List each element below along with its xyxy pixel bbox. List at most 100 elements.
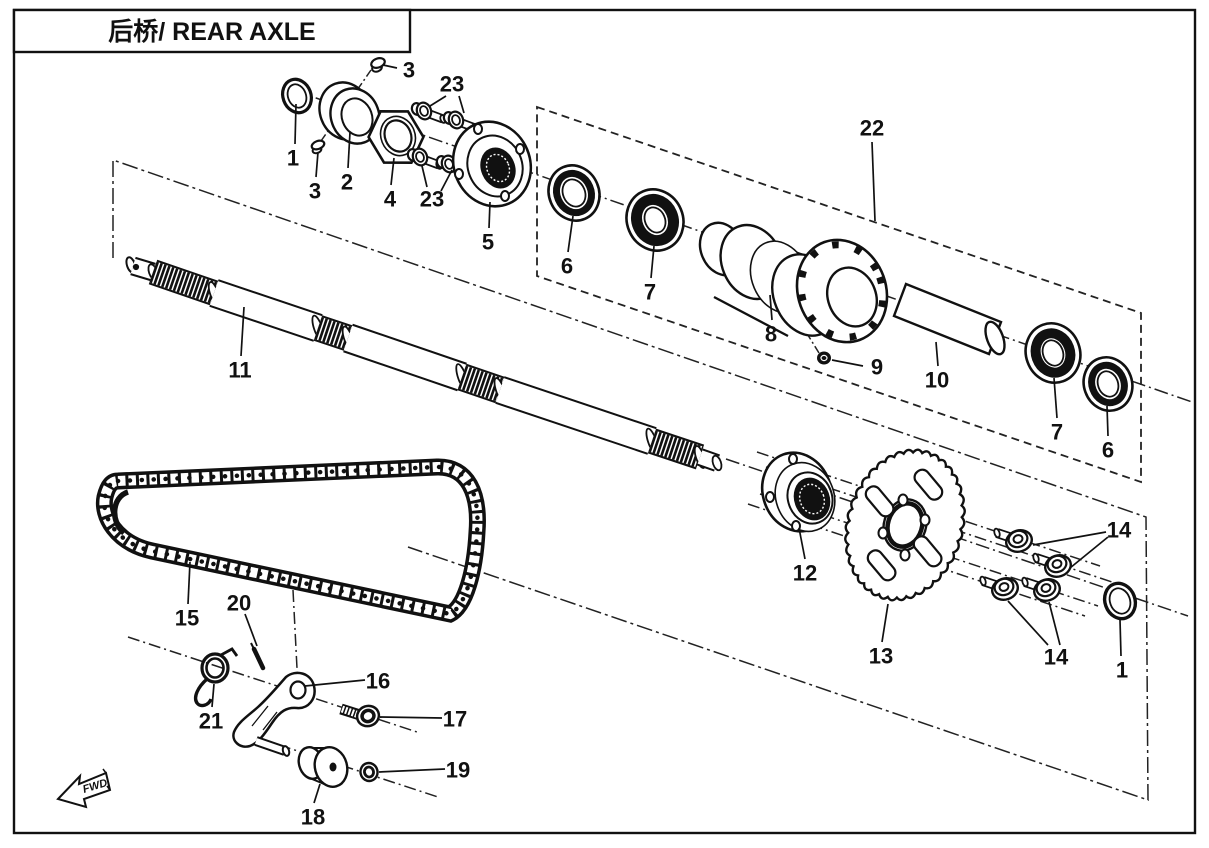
part-callout-17: 17 (443, 707, 467, 732)
part-callout-7: 7 (1051, 420, 1063, 445)
part-callout-11: 11 (228, 358, 251, 383)
callout-leader-14 (1069, 536, 1109, 569)
callout-leader-16 (304, 679, 366, 687)
axle-tip-hole (132, 263, 140, 271)
part-7-bearing-left (625, 188, 685, 252)
fwd-direction-marker: FWD (56, 768, 112, 809)
page-title: 后桥/ REAR AXLE (108, 18, 315, 46)
part-callout-1: 1 (287, 146, 299, 171)
part-callout-12: 12 (793, 561, 817, 586)
callout-leader-4 (390, 157, 395, 186)
title-box-frame (12, 8, 412, 54)
callout-leader-1 (1119, 619, 1122, 657)
bolt-tip (1032, 552, 1040, 564)
part-callout-3: 3 (309, 179, 321, 204)
subassembly-22-dashed-box (536, 105, 1142, 484)
part-callout-10: 10 (925, 368, 949, 393)
callout-leader-12 (798, 527, 806, 560)
stud-washer-hole (415, 151, 425, 163)
part-callout-21: 21 (199, 709, 223, 734)
fwd-arrow-depth (102, 768, 111, 791)
part-callout-9: 9 (871, 355, 883, 380)
callout-leader-21 (211, 683, 215, 708)
callout-leader-18 (313, 783, 321, 804)
callout-leader-14 (1048, 601, 1061, 646)
parts-artwork (95, 57, 1138, 788)
screw3a-centerline (352, 69, 372, 97)
part-callout-8: 8 (765, 322, 777, 347)
callout-leader-23 (429, 95, 447, 107)
part-10-spacer-tube (892, 282, 1006, 356)
part-1-washer-right (1102, 581, 1138, 621)
part-callout-6: 6 (561, 254, 573, 279)
part-callout-16: 16 (366, 669, 390, 694)
part-callout-3: 3 (403, 58, 415, 83)
part-callout-1: 1 (1116, 658, 1128, 683)
part-callout-15: 15 (175, 606, 199, 631)
bolt-tip (993, 527, 1001, 539)
callout-leader-17 (379, 716, 443, 719)
axle-fill (496, 378, 656, 453)
callout-leader-9 (831, 359, 864, 367)
part-callout-14: 14 (1107, 518, 1132, 543)
callout-leader-10 (935, 341, 939, 367)
part-callout-23: 23 (440, 72, 464, 97)
callout-leader-5 (488, 201, 491, 229)
callout-leader-3 (382, 64, 398, 69)
nut-hole (998, 582, 1010, 592)
axle-step (711, 454, 723, 472)
nut-hole (1012, 534, 1024, 544)
outer-frame-centerline (112, 158, 1149, 802)
part-6-seal-right (1082, 356, 1134, 412)
callout-leader-7 (1053, 377, 1058, 419)
callout-leader-14 (1032, 531, 1107, 546)
part-7-bearing-right (1024, 322, 1082, 384)
part-callout-4: 4 (384, 187, 397, 212)
stud-washer-hole (419, 105, 429, 117)
callout-leader-3 (315, 151, 319, 178)
part-16-tensioner-arm (232, 671, 316, 757)
callout-leader-7 (650, 245, 655, 279)
bolt-tip (979, 575, 987, 587)
part-9-set-screw (817, 351, 831, 365)
part-callout-22: 22 (860, 116, 884, 141)
part-callout-20: 20 (227, 591, 251, 616)
part-callout-2: 2 (341, 170, 353, 195)
part-21-tension-spring (193, 647, 239, 708)
title-box: 后桥/ REAR AXLE (12, 8, 412, 54)
part-8-bearing-carrier (698, 221, 889, 344)
callout-leader-20 (244, 613, 258, 647)
part-20-pin (250, 642, 266, 671)
axle-spline-ribs (458, 365, 504, 402)
stud-washer-hole (451, 114, 461, 126)
callout-leader-14 (1007, 600, 1049, 646)
part-6-seal-left (547, 164, 601, 222)
axle-spline-ribs (648, 430, 704, 468)
axle-fill (210, 281, 322, 340)
part-callout-14: 14 (1044, 645, 1069, 670)
part-callout-19: 19 (446, 758, 470, 783)
nut-hole (1040, 583, 1052, 593)
part-3-screw-top (370, 57, 386, 73)
tensioner-axis (127, 636, 421, 734)
callout-leader-23 (458, 95, 465, 114)
callout-leader-22 (871, 141, 876, 222)
part-15-drive-chain (95, 458, 486, 623)
part-callout-13: 13 (869, 644, 893, 669)
part-13-sprocket (844, 448, 966, 602)
part-17-bolt (339, 703, 381, 728)
part-callout-7: 7 (644, 280, 656, 305)
callout-leader-19 (378, 768, 446, 773)
callout-leader-6 (1106, 405, 1109, 437)
callout-leader-13 (881, 603, 889, 643)
callout-leader-15 (187, 561, 191, 605)
part-18-chain-roller (297, 746, 349, 788)
part-12-sprocket-hub (760, 451, 836, 533)
axle-spline-ribs (149, 261, 218, 304)
part-11-axle-shaft (125, 256, 723, 472)
callout-leader-23 (440, 169, 453, 192)
callout-leader-11 (240, 306, 245, 357)
part-callout-23: 23 (420, 187, 444, 212)
